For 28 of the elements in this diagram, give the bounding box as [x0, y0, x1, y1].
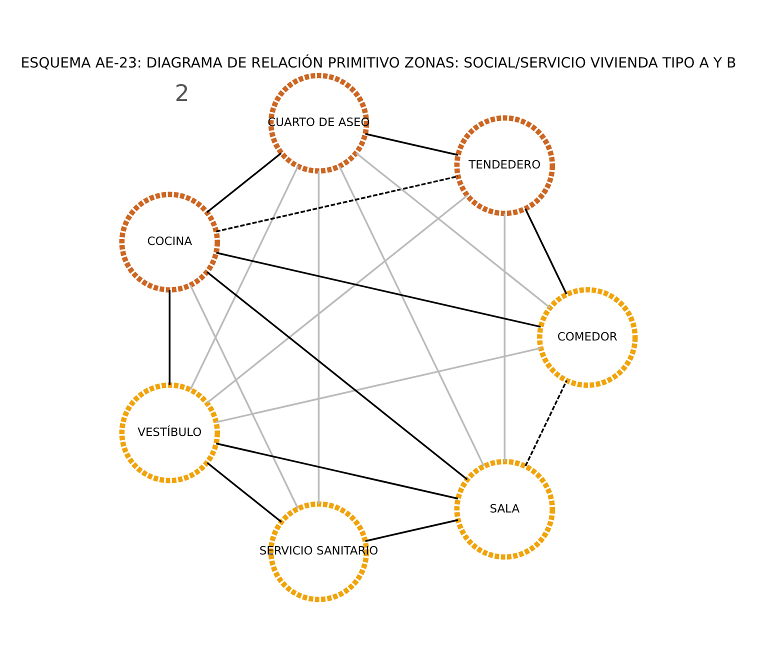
node-circle: VESTÍBULO: [119, 382, 220, 484]
diagram-title: ESQUEMA AE-23: DIAGRAMA DE RELACIÓN PRIMITIVO ZONAS: SOCIAL/SERVICIO VIVIENDA TIPO A Y B: [20, 55, 736, 72]
connector: [216, 442, 458, 500]
node-circle: COCINA: [119, 192, 220, 293]
connector: [365, 133, 458, 156]
connector: [356, 152, 551, 308]
node-circle: COMEDOR: [537, 287, 638, 388]
connector: [318, 171, 320, 504]
connector: [168, 290, 170, 385]
node-circle: SALA: [454, 458, 556, 560]
connector: [338, 166, 485, 467]
connector: [216, 347, 541, 424]
node-label: SERVICIO SANITARIO: [259, 544, 378, 558]
connector: [504, 214, 506, 462]
label: 2: [174, 80, 190, 107]
connector: [206, 462, 282, 523]
connector: [216, 252, 541, 328]
node-circle: CUARTO DE ASEO: [268, 72, 370, 174]
connector: [206, 152, 282, 214]
connector: [216, 175, 458, 232]
connector: [190, 284, 299, 510]
connector: [524, 380, 568, 466]
connector: [365, 519, 458, 542]
node-circle: TENDEDERO: [454, 115, 556, 216]
connector: [524, 208, 568, 295]
connector: [206, 194, 468, 404]
connector: [206, 271, 468, 480]
connector: [190, 166, 299, 390]
